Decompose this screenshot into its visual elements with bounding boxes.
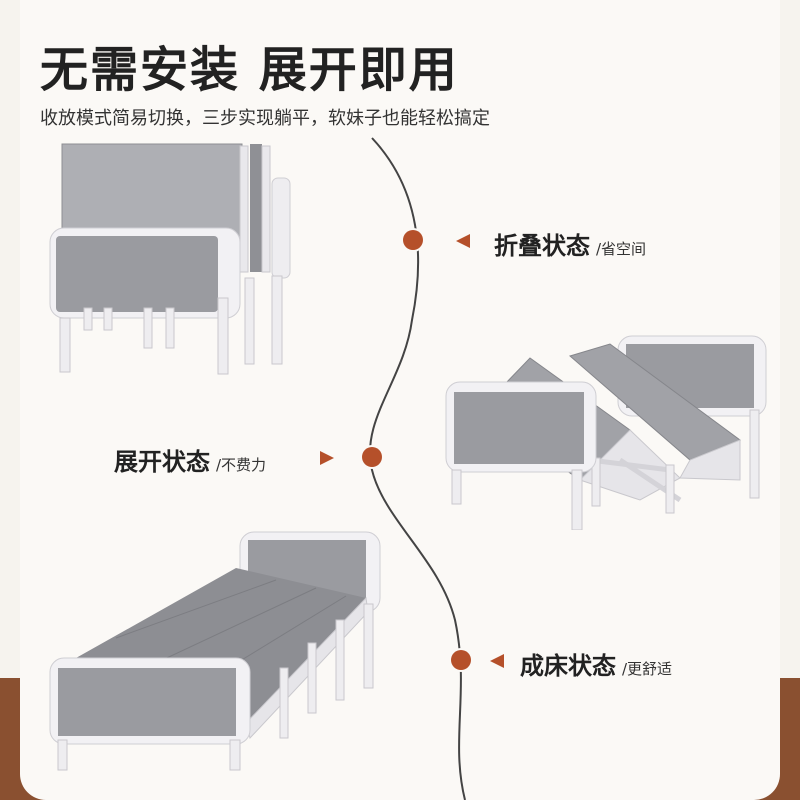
state-title: 成床状态: [520, 652, 616, 680]
folded-bed-image: [49, 143, 291, 375]
state-title: 折叠状态: [494, 232, 590, 260]
timeline-dot-folded: [403, 230, 423, 250]
made-bed-image: [49, 531, 381, 771]
timeline-dot-unfolding: [362, 447, 382, 467]
state-label-bed: 成床状态 /更舒适: [520, 646, 672, 681]
state-label-folded: 折叠状态 /省空间: [494, 226, 646, 261]
timeline-dot-bed: [451, 650, 471, 670]
unfolding-bed-image: [445, 335, 767, 530]
arrow-right-icon: [320, 451, 334, 465]
state-note: /不费力: [216, 456, 267, 474]
state-note: /省空间: [596, 240, 647, 258]
arrow-left-icon: [456, 234, 470, 248]
arrow-left-icon: [490, 654, 504, 668]
headline: 无需安装 展开即用: [40, 42, 459, 98]
state-label-unfolding: 展开状态 /不费力: [114, 442, 266, 477]
state-note: /更舒适: [622, 660, 673, 678]
state-title: 展开状态: [114, 448, 210, 476]
subheadline: 收放模式简易切换，三步实现躺平，软妹子也能轻松搞定: [40, 108, 490, 129]
